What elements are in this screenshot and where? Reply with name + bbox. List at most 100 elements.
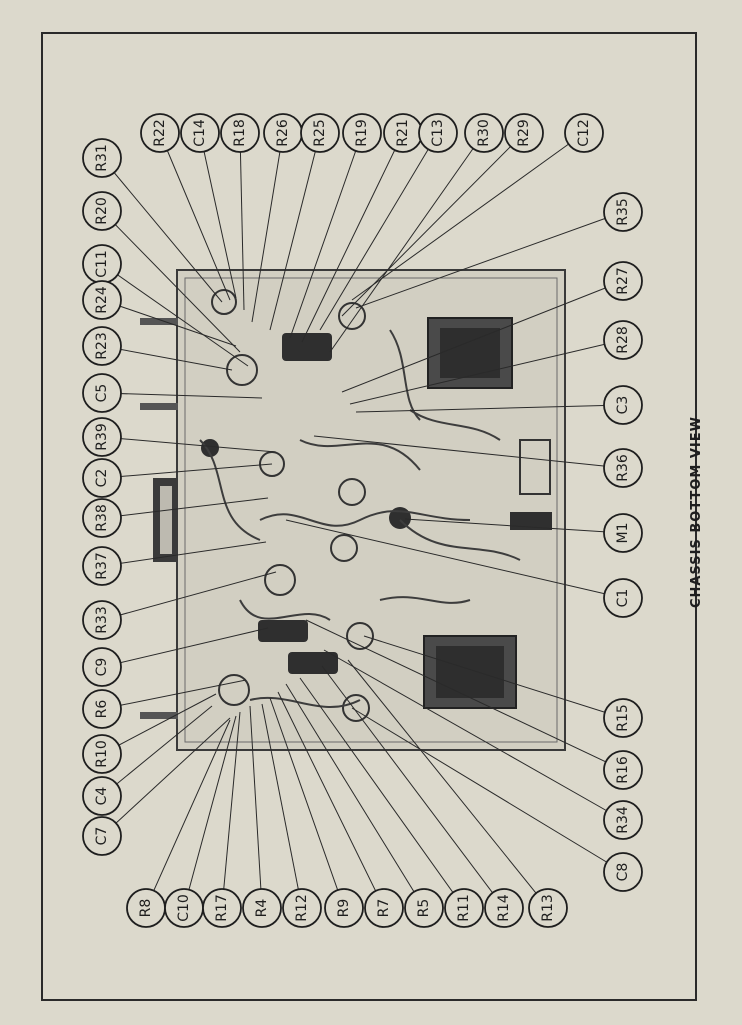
part-label-text: R21 <box>395 119 411 147</box>
part-label-text: C14 <box>192 119 208 147</box>
chassis-plate <box>140 269 566 751</box>
leader-line <box>101 436 277 453</box>
part-label-text: R14 <box>496 894 512 922</box>
part-label-text: R18 <box>232 119 248 147</box>
part-label-r31: R31 <box>82 138 122 178</box>
part-label-text: C5 <box>94 384 110 403</box>
leader-line <box>101 392 263 399</box>
part-label-text: R8 <box>138 899 154 918</box>
part-label-c10: C10 <box>164 888 204 928</box>
part-label-r8: R8 <box>126 888 166 928</box>
part-label-r22: R22 <box>140 113 180 153</box>
part-label-text: R26 <box>275 119 291 147</box>
control-knob-stub <box>201 439 219 457</box>
part-label-r33: R33 <box>82 600 122 640</box>
leader-line <box>329 132 485 353</box>
leader-line <box>101 693 217 755</box>
part-label-r34: R34 <box>603 800 643 840</box>
part-label-text: C12 <box>576 119 592 147</box>
part-label-text: C9 <box>94 658 110 677</box>
wiring <box>199 329 521 709</box>
part-label-c1: C1 <box>603 578 643 618</box>
part-label-c14: C14 <box>180 113 220 153</box>
part-label-c11: C11 <box>82 244 122 284</box>
can-capacitor-lower-2 <box>288 652 338 674</box>
part-label-m1: M1 <box>603 513 643 553</box>
part-label-text: R38 <box>94 504 110 532</box>
leader-line <box>101 679 247 710</box>
part-label-text: C2 <box>94 469 110 488</box>
part-labels: R31R20C11R24R23C5R39C2R38R37R33C9R6R10C4… <box>82 113 643 928</box>
part-label-text: R9 <box>336 899 352 918</box>
part-label-text: R19 <box>354 119 370 147</box>
leader-line <box>321 665 505 909</box>
leader-line <box>323 649 624 821</box>
leader-line <box>101 541 267 567</box>
part-label-text: R35 <box>615 198 631 226</box>
part-label-c13: C13 <box>418 113 458 153</box>
shaft-2 <box>140 403 178 410</box>
part-label-text: R17 <box>214 894 230 922</box>
leader-line <box>101 157 223 303</box>
part-label-text: R29 <box>516 119 532 147</box>
part-label-c5: C5 <box>82 373 122 413</box>
leader-line <box>183 715 237 909</box>
part-label-r9: R9 <box>324 888 364 928</box>
part-label-text: C10 <box>176 894 192 922</box>
part-label-c12: C12 <box>564 113 604 153</box>
part-label-text: R13 <box>540 894 556 922</box>
part-label-r13: R13 <box>528 888 568 928</box>
part-label-r11: R11 <box>444 888 484 928</box>
part-label-text: R22 <box>152 119 168 147</box>
part-label-c9: C9 <box>82 647 122 687</box>
leader-line <box>355 404 624 413</box>
part-label-text: R31 <box>94 144 110 172</box>
leader-line <box>101 717 231 837</box>
part-label-text: R33 <box>94 606 110 634</box>
can-capacitor-upper <box>282 333 332 361</box>
part-label-text: R36 <box>615 454 631 482</box>
part-label-r27: R27 <box>603 261 643 301</box>
part-label-r18: R18 <box>220 113 260 153</box>
leader-line <box>404 518 624 534</box>
leader-line <box>101 627 269 668</box>
part-label-r23: R23 <box>82 326 122 366</box>
part-label-r16: R16 <box>603 750 643 790</box>
leader-line <box>221 711 241 909</box>
leader-line <box>313 435 624 469</box>
part-label-text: R12 <box>294 894 310 922</box>
part-label-c3: C3 <box>603 385 643 425</box>
leader-line <box>239 132 245 311</box>
leader-line <box>351 132 585 301</box>
leader-line <box>301 132 404 343</box>
part-label-r36: R36 <box>603 448 643 488</box>
leader-line <box>269 697 345 909</box>
part-label-c2: C2 <box>82 458 122 498</box>
part-label-r37: R37 <box>82 546 122 586</box>
leader-line <box>101 463 273 479</box>
part-label-text: R28 <box>615 326 631 354</box>
part-label-r21: R21 <box>383 113 423 153</box>
part-label-r10: R10 <box>82 734 122 774</box>
part-label-text: C8 <box>615 863 631 882</box>
part-label-text: C13 <box>430 119 446 147</box>
leader-line <box>289 132 363 339</box>
tube-sockets <box>211 289 374 722</box>
part-label-text: R39 <box>94 423 110 451</box>
shaft-3 <box>140 712 178 719</box>
leader-line <box>351 707 624 873</box>
part-label-r35: R35 <box>603 192 643 232</box>
shaft-1 <box>140 318 178 325</box>
part-label-r6: R6 <box>82 689 122 729</box>
leader-line <box>199 132 237 299</box>
part-label-r38: R38 <box>82 498 122 538</box>
part-label-r7: R7 <box>364 888 404 928</box>
part-label-text: R27 <box>615 267 631 295</box>
part-label-r30: R30 <box>464 113 504 153</box>
part-label-text: R16 <box>615 756 631 784</box>
part-label-c8: C8 <box>603 852 643 892</box>
leader-line <box>261 703 303 909</box>
part-label-text: R4 <box>254 899 270 918</box>
part-label-text: C1 <box>615 589 631 608</box>
